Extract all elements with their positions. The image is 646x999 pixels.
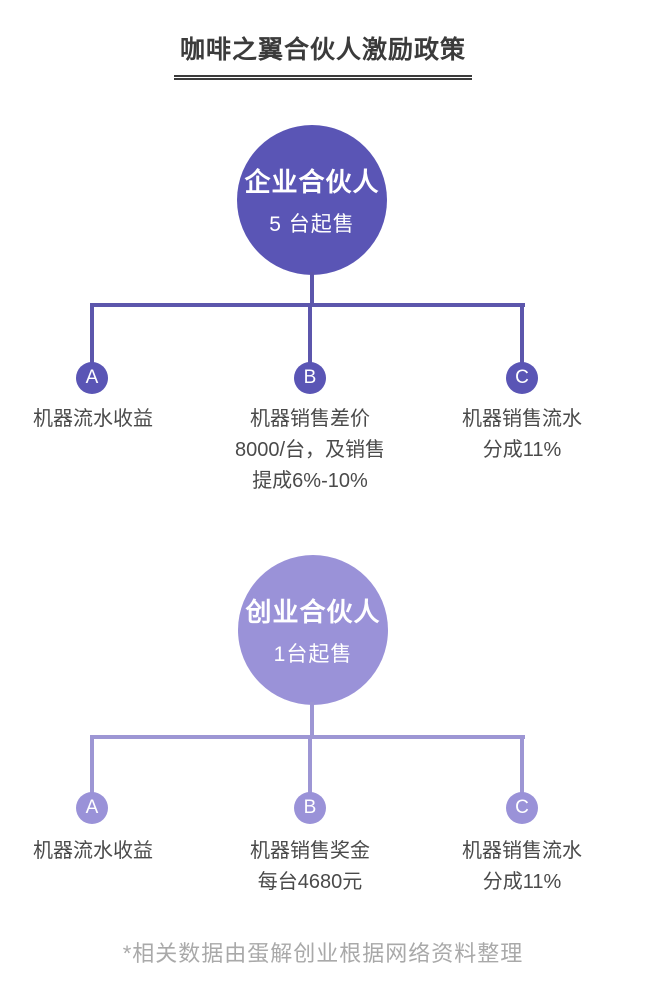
connector-drop-c bbox=[520, 735, 524, 795]
branch-description-c: 机器销售流水 分成11% bbox=[422, 836, 622, 898]
branch-description-b: 机器销售奖金 每台4680元 bbox=[210, 836, 410, 898]
branch-description-line: 机器销售差价 bbox=[250, 408, 370, 430]
branch-description-line: 8000/台，及销售 bbox=[234, 439, 386, 461]
branch-badge-a: A bbox=[76, 362, 108, 394]
branch-letter: A bbox=[85, 367, 99, 388]
branch-description-line: 机器销售流水 bbox=[462, 408, 582, 430]
branch-description-line: 每台4680元 bbox=[257, 871, 363, 893]
partner-threshold-label: 1台起售 bbox=[273, 643, 353, 666]
branch-badge-b: B bbox=[294, 362, 326, 394]
branch-badge-c: C bbox=[506, 792, 538, 824]
branch-badge-c: C bbox=[506, 362, 538, 394]
connector-stem bbox=[310, 272, 314, 307]
branch-letter: A bbox=[85, 797, 99, 818]
connector-drop-b bbox=[308, 735, 312, 795]
branch-description-line: 机器流水收益 bbox=[33, 840, 153, 862]
branch-description-b: 机器销售差价 8000/台，及销售 提成6%-10% bbox=[210, 404, 410, 497]
branch-description-a: 机器流水收益 bbox=[0, 404, 193, 435]
connector-stem bbox=[310, 702, 314, 739]
page-title: 咖啡之翼合伙人激励政策 bbox=[173, 30, 472, 80]
partner-type-label: 创业合伙人 bbox=[245, 597, 381, 627]
branch-badge-a: A bbox=[76, 792, 108, 824]
branch-description-c: 机器销售流水 分成11% bbox=[422, 404, 622, 466]
branch-letter: C bbox=[515, 367, 529, 388]
connector-drop-c bbox=[520, 303, 524, 365]
branch-description-a: 机器流水收益 bbox=[0, 836, 193, 867]
branch-letter: C bbox=[515, 797, 529, 818]
connector-drop-a bbox=[90, 303, 94, 365]
startup-partner-circle: 创业合伙人 1台起售 bbox=[238, 555, 388, 705]
branch-description-line: 机器流水收益 bbox=[33, 408, 153, 430]
branch-description-line: 机器销售流水 bbox=[462, 840, 582, 862]
enterprise-partner-circle: 企业合伙人 5 台起售 bbox=[237, 125, 387, 275]
connector-drop-b bbox=[308, 303, 312, 365]
branch-description-line: 分成11% bbox=[482, 871, 562, 893]
partner-type-label: 企业合伙人 bbox=[244, 167, 380, 197]
header: 咖啡之翼合伙人激励政策 bbox=[0, 30, 646, 80]
branch-description-line: 提成6%-10% bbox=[252, 470, 368, 492]
branch-description-line: 分成11% bbox=[482, 439, 562, 461]
connector-drop-a bbox=[90, 735, 94, 795]
partner-threshold-label: 5 台起售 bbox=[269, 213, 355, 236]
branch-description-line: 机器销售奖金 bbox=[250, 840, 370, 862]
branch-letter: B bbox=[303, 367, 317, 388]
footer-note: *相关数据由蛋解创业根据网络资料整理 bbox=[122, 941, 524, 966]
branch-letter: B bbox=[303, 797, 317, 818]
branch-badge-b: B bbox=[294, 792, 326, 824]
